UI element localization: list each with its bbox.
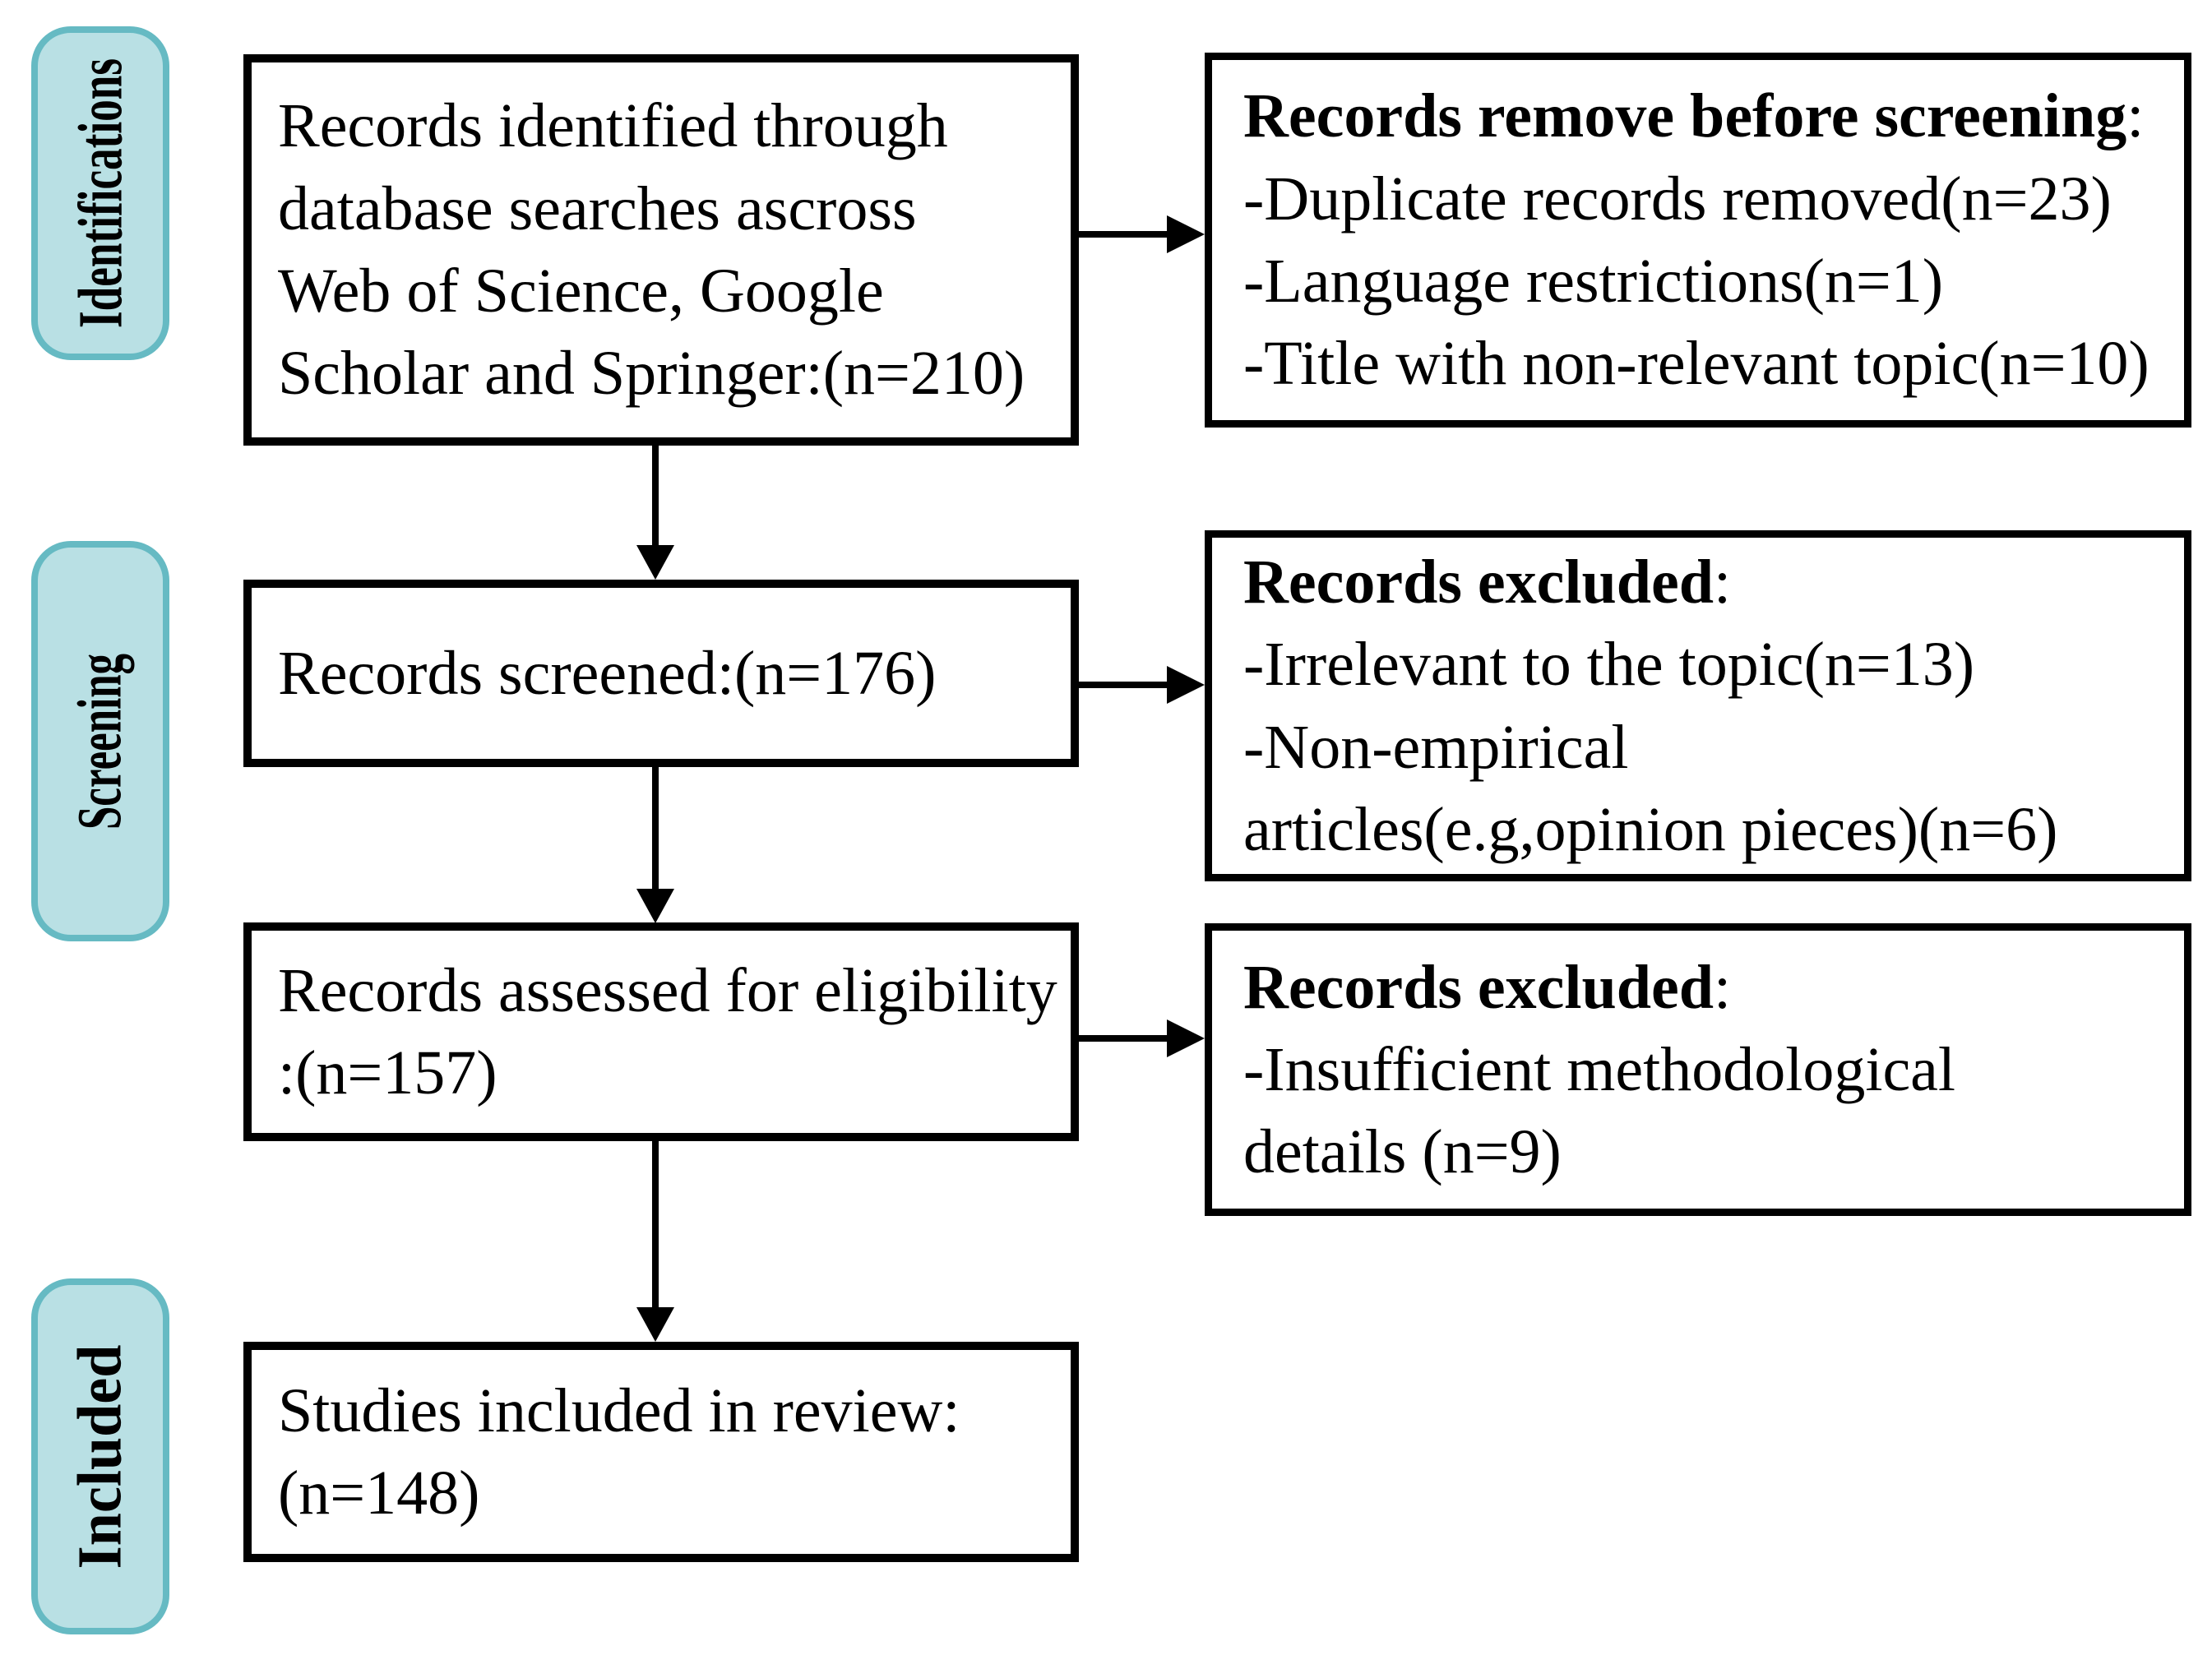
box-line: articles(e.g,opinion pieces)(n=6) xyxy=(1243,794,2058,864)
flow-line-identified-to-removed xyxy=(1079,231,1169,238)
box-heading-text: Records excluded xyxy=(1243,547,1715,617)
box-line: Web of Science, Google xyxy=(278,257,884,326)
flow-line-assessed-to-included xyxy=(652,1140,659,1311)
box-line: -Insufficient methodological xyxy=(1243,1034,1956,1104)
box-line: -Duplicate records removed(n=23) xyxy=(1243,164,2112,233)
box-heading-text: Records excluded xyxy=(1243,952,1715,1022)
arrow-right-icon xyxy=(1167,666,1205,704)
box-heading-colon: : xyxy=(1714,547,1732,617)
flow-line-identified-to-screened xyxy=(652,444,659,551)
box-line: -Irrelevant to the topic(n=13) xyxy=(1243,630,1975,700)
box-studies-included: Studies included in review: (n=148) xyxy=(243,1342,1079,1562)
stage-label-included-text: Included xyxy=(66,1344,136,1569)
arrow-right-icon xyxy=(1167,215,1205,253)
box-line: -Title with non-relevant topic(n=10) xyxy=(1243,329,2150,399)
box-records-excluded-screening: Records excluded: -Irrelevant to the top… xyxy=(1205,530,2191,881)
arrow-down-icon xyxy=(636,1307,674,1342)
box-line: :(n=157) xyxy=(278,1038,497,1107)
stage-label-identifications: Identifications xyxy=(31,26,169,360)
box-records-screened: Records screened:(n=176) xyxy=(243,580,1079,767)
box-line: database searches ascross xyxy=(278,173,917,243)
flow-line-screened-to-assessed xyxy=(652,765,659,893)
flow-line-assessed-to-excluded xyxy=(1079,1035,1169,1042)
stage-label-identifications-text: Identifications xyxy=(66,58,136,329)
box-records-assessed: Records assessed for eligibility :(n=157… xyxy=(243,922,1079,1141)
stage-label-screening: Screening xyxy=(31,541,169,941)
box-line: Records screened:(n=176) xyxy=(278,638,937,708)
arrow-down-icon xyxy=(636,889,674,923)
box-heading: Records remove before screening: xyxy=(1243,75,2168,157)
box-heading-text: Records remove before screening xyxy=(1243,81,2127,151)
box-heading-colon: : xyxy=(2126,81,2145,151)
box-removed-before-screening: Records remove before screening: -Duplic… xyxy=(1205,53,2191,428)
box-heading: Records excluded: xyxy=(1243,541,2168,623)
box-records-identified: Records identified through database sear… xyxy=(243,54,1079,446)
box-line: Records assessed for eligibility xyxy=(278,955,1057,1025)
arrow-down-icon xyxy=(636,545,674,580)
box-line: -Non-empirical xyxy=(1243,712,1629,782)
arrow-right-icon xyxy=(1167,1019,1205,1057)
box-heading-colon: : xyxy=(1714,952,1732,1022)
flow-line-screened-to-excluded xyxy=(1079,682,1169,688)
box-records-excluded-eligibility: Records excluded: -Insufficient methodol… xyxy=(1205,923,2191,1216)
stage-label-screening-text: Screening xyxy=(66,653,136,830)
box-line: details (n=9) xyxy=(1243,1117,1562,1187)
box-line: (n=148) xyxy=(278,1459,480,1528)
box-line: -Language restrictions(n=1) xyxy=(1243,247,1944,316)
box-line: Scholar and Springer:(n=210) xyxy=(278,339,1025,409)
stage-label-included: Included xyxy=(31,1278,169,1634)
box-line: Records identified through xyxy=(278,91,948,161)
box-line: Studies included in review: xyxy=(278,1375,960,1445)
box-heading: Records excluded: xyxy=(1243,946,2168,1029)
